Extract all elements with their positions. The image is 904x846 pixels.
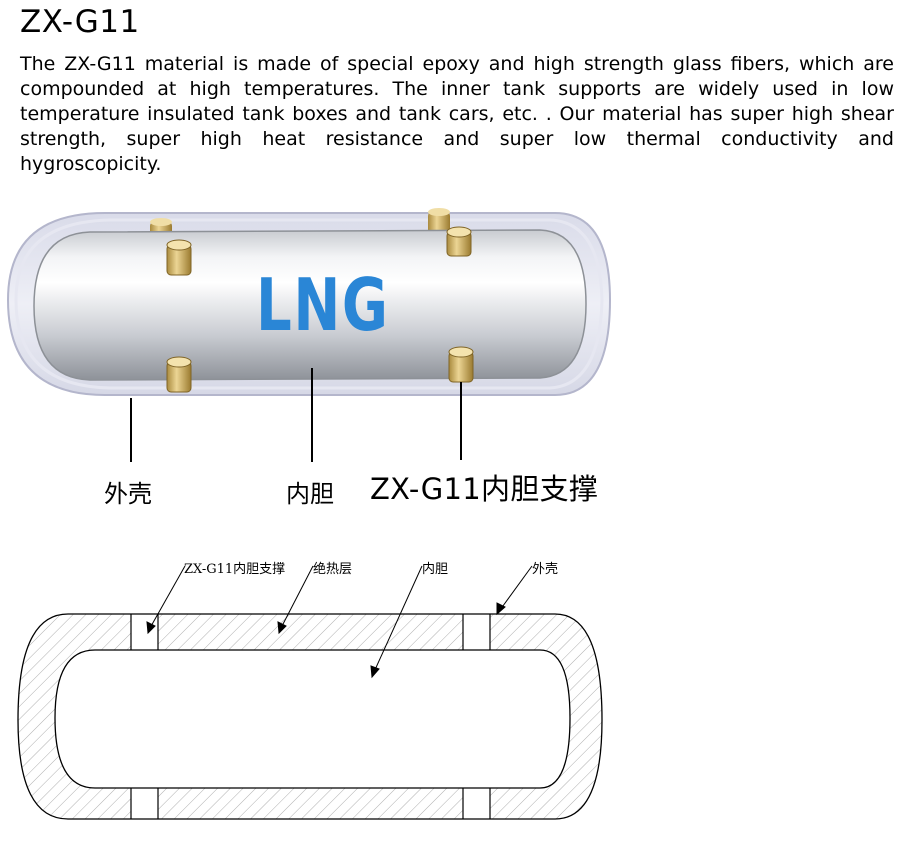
section-label-insulation: 绝热层 <box>313 562 353 577</box>
section-label-inner-tank: 内胆 <box>422 562 449 577</box>
tank-illustration <box>6 208 612 462</box>
label-outer-shell: 外壳 <box>104 480 152 508</box>
section-label-support: ZX-G11内胆支撑 <box>184 562 286 577</box>
section-diagram <box>17 565 603 820</box>
front-supports <box>166 226 474 393</box>
product-description: The ZX-G11 material is made of special e… <box>20 53 894 175</box>
leader-lines <box>130 368 462 462</box>
label-inner-tank: 内胆 <box>286 480 334 508</box>
inner-tank-outline <box>54 649 571 789</box>
tank-label-text: LNG <box>256 263 390 347</box>
insulation-layer <box>18 614 602 819</box>
callout-arrows <box>146 565 533 679</box>
page-title: ZX-G11 <box>20 4 140 40</box>
label-support: ZX-G11内胆支撑 <box>370 472 599 506</box>
outer-shell-outline <box>17 613 603 820</box>
support-block-lines <box>130 614 491 819</box>
section-label-outer-shell: 外壳 <box>532 562 559 577</box>
